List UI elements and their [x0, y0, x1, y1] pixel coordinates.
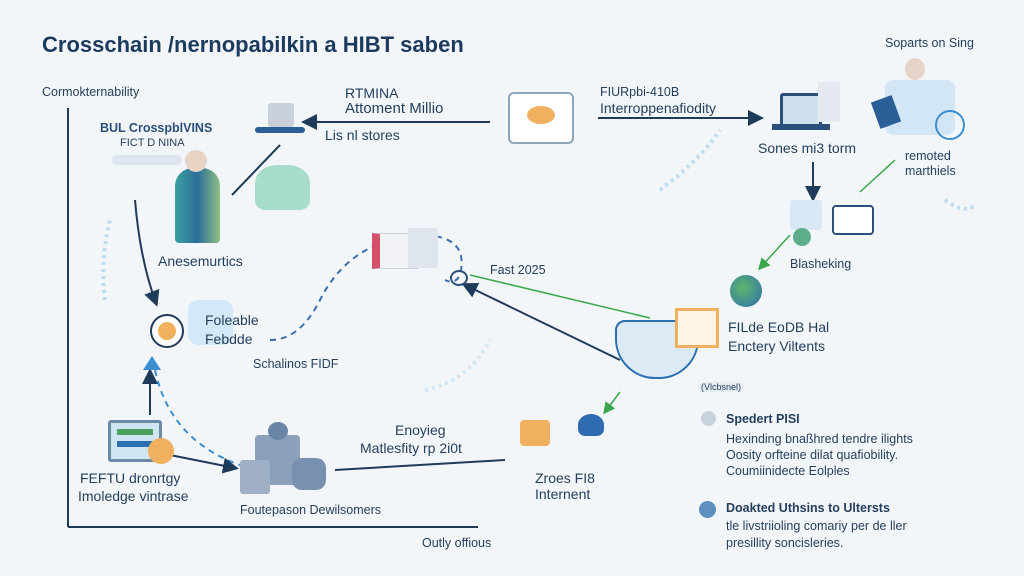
- building-dome-icon: [268, 422, 288, 440]
- filde-line2: Enctery Viltents: [728, 338, 826, 354]
- green-line-fast: [469, 274, 651, 319]
- orange-dot-icon: [148, 438, 174, 464]
- faint-arc-mid: [424, 339, 492, 392]
- remoted-line2: marthiels: [905, 164, 956, 178]
- person-icon: [175, 168, 220, 243]
- globe-bullet-icon: [701, 411, 716, 426]
- enoyieg-line2: Matlesfity rp 2i0t: [360, 440, 462, 456]
- rtmina-line1: RTMINA: [345, 85, 399, 101]
- line-enoyieg: [334, 459, 506, 471]
- enoyieg-line1: Enoyieg: [395, 422, 446, 438]
- green-arrow-blasheking: [757, 234, 791, 271]
- arrow-person: [231, 144, 281, 196]
- rtmina-line3: Lis nl stores: [325, 127, 400, 143]
- laptop-base-icon: [772, 124, 830, 130]
- printer-icon: [818, 82, 840, 122]
- legend-heading-1: Spedert PISI: [726, 412, 800, 426]
- note-icon: [675, 308, 719, 348]
- vlcbsnel-label: (Vlcbsnel): [698, 382, 745, 392]
- book-stack-icon: [408, 228, 438, 268]
- page-title: Crosschain /nernopabilkin a HIBT saben: [42, 32, 464, 57]
- legend-1-line-3: Coumiinidecte Eolples: [726, 464, 850, 478]
- plant-icon: [793, 228, 811, 246]
- faint-arc-left: [101, 219, 112, 301]
- person-label: Anesemurtics: [158, 253, 243, 269]
- fast-label: Fast 2025: [490, 263, 546, 277]
- filde-line1: FILde EoDB Hal: [728, 319, 830, 335]
- legend-heading-2: Doakted Uthsins to Ultersts: [726, 501, 890, 515]
- arrow-to-fast: [461, 283, 621, 361]
- interop-line1: FIURpbi-410B: [600, 85, 680, 99]
- soparts-label: Soparts on Sing: [885, 36, 974, 50]
- internet-line1: Zroes FI8: [535, 470, 595, 486]
- top-left-line1: BUL CrosspblVINS: [100, 121, 213, 135]
- arrow-left-down: [134, 199, 160, 307]
- server-icon: [240, 460, 270, 494]
- globe-icon: [730, 275, 762, 307]
- schalinos-label: Schalinos FIDF: [253, 357, 339, 371]
- faint-arc-right: [943, 198, 977, 211]
- legend-2-line-1: tle livstriioling comariy per de ller: [726, 519, 907, 533]
- figure-head-icon: [905, 58, 925, 80]
- plants-icon: [255, 165, 310, 210]
- device-icon: [790, 200, 822, 230]
- triangle-icon: [143, 356, 161, 370]
- x-axis-label: Outly offious: [422, 536, 492, 550]
- network-tree-icon: [578, 414, 604, 436]
- cloud-base-icon: [255, 127, 305, 133]
- green-line-remoted: [859, 159, 896, 193]
- legend-1-line-1: Hexinding bnaßhred tendre ilights: [726, 432, 913, 446]
- monitor-line1: FEFTU dronrtgy: [80, 470, 181, 486]
- blue-bullet-icon: [699, 501, 716, 518]
- laptop-icon: [780, 93, 822, 127]
- loop-icon: [450, 270, 468, 286]
- foleable-circle-icon: [150, 314, 184, 348]
- legend-1-line-2: Oosity orfteine dilat quafiobility.: [726, 448, 899, 462]
- buildings-label: Foutepason Dewilsomers: [240, 503, 382, 517]
- y-axis-label: Cormokternability: [42, 85, 140, 99]
- blasheking-label: Blasheking: [790, 257, 852, 271]
- foleable-card-icon: [188, 300, 233, 345]
- box-icon: [268, 103, 294, 127]
- rtmina-line2: Attoment Millio: [345, 100, 444, 117]
- foleable-line2: Febdde: [205, 331, 253, 347]
- package-icon: [520, 420, 550, 446]
- remoted-line1: remoted: [905, 149, 951, 163]
- dashed-curve-bottom: [154, 369, 241, 466]
- top-left-line2: FICT D NINA: [120, 137, 185, 149]
- green-arrow-down: [603, 391, 621, 415]
- laptop-label: Sones mi3 torm: [758, 140, 857, 156]
- legend-2-line-2: presillity soncisleries.: [726, 536, 844, 550]
- wheel-icon: [935, 110, 965, 140]
- screen-icon: [832, 205, 874, 235]
- monitor-line2: Imoledge vintrase: [78, 488, 189, 504]
- internet-line2: Internent: [535, 486, 591, 502]
- card-icon: [508, 92, 574, 144]
- person-head-icon: [185, 150, 207, 172]
- foleable-line1: Foleable: [205, 312, 259, 328]
- cloud-icon: [112, 155, 182, 165]
- arrow-to-buildings: [169, 454, 239, 474]
- database-icon: [292, 458, 326, 490]
- faint-arc: [658, 128, 722, 192]
- interop-line2: Interroppenafiodity: [600, 100, 716, 116]
